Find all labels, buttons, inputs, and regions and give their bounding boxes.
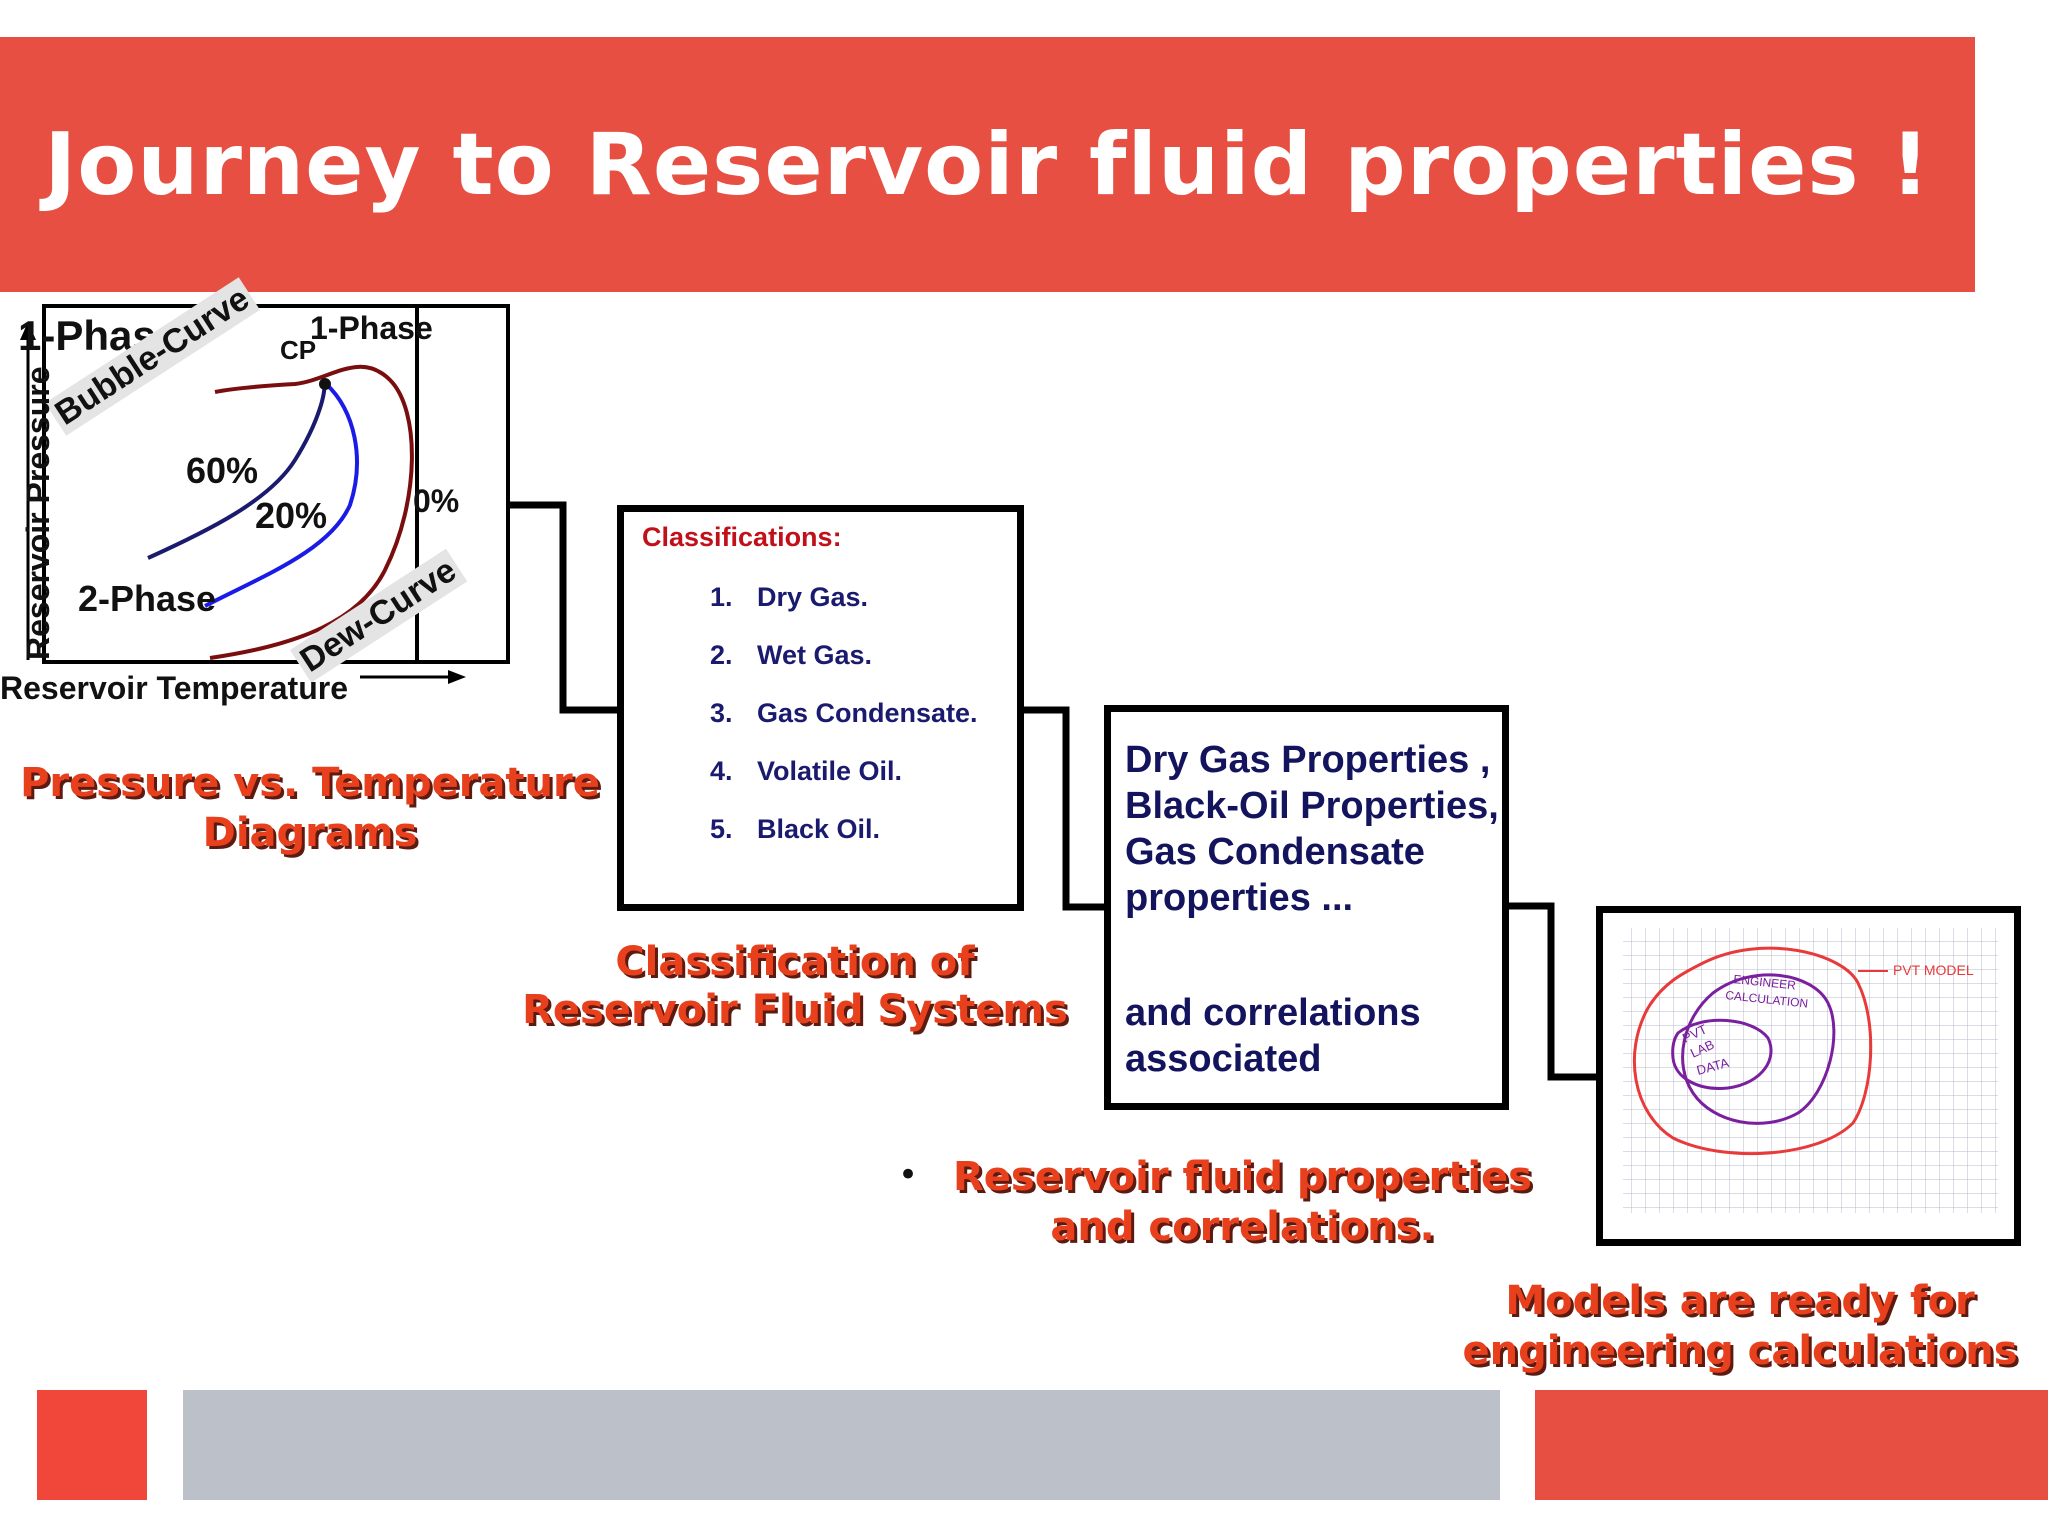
pt-critical-point-label: CP (280, 335, 317, 365)
classification-item: 4. Volatile Oil. (710, 756, 902, 787)
classification-item-label: Volatile Oil. (757, 756, 903, 786)
title-bar (0, 37, 1975, 292)
classification-item-number: 1. (710, 582, 733, 612)
classification-item: 2. Wet Gas. (710, 640, 872, 671)
x-axis-arrowhead (448, 670, 466, 684)
models-caption-line2: engineering calculations (1462, 1328, 2018, 1374)
pt-20-percent-label: 20% (255, 495, 328, 536)
pt-caption-line1: Pressure vs. Temperature (20, 760, 600, 806)
classification-caption-line2: Reservoir Fluid Systems (522, 987, 1068, 1033)
footer-left-block (37, 1390, 147, 1500)
pt-diagram-caption: Pressure vs. Temperature Diagrams (0, 758, 620, 858)
classification-item-number: 5. (710, 814, 733, 844)
properties-box (1104, 705, 1509, 1110)
properties-correlations-text: and correlations associated (1125, 992, 1421, 1080)
quality-line-20 (204, 382, 359, 608)
classification-item: 1. Dry Gas. (710, 582, 868, 613)
sketch-grid-paper (1623, 928, 1998, 1213)
pt-two-phase-label: 2-Phase (78, 578, 217, 619)
classification-item-number: 3. (710, 698, 733, 728)
footer-right-bar (1535, 1390, 2048, 1500)
classification-item-number: 4. (710, 756, 733, 786)
models-caption-line1: Models are ready for (1505, 1278, 1975, 1324)
pt-60-percent-label: 60% (186, 450, 259, 491)
classification-item-label: Dry Gas. (757, 582, 869, 612)
sketch-inner-loop (1671, 1018, 1773, 1090)
classification-heading: Classifications: (642, 522, 842, 552)
pvt-model-sketch: PVT MODEL ENGINEER CALCULATION PVT LAB D… (1623, 928, 1998, 1213)
models-caption: Models are ready for engineering calcula… (1440, 1276, 2040, 1376)
properties-caption-line1: Reservoir fluid properties (952, 1154, 1532, 1200)
properties-caption: Reservoir fluid properties and correlati… (915, 1152, 1570, 1252)
pt-0-percent-label: 0% (413, 483, 460, 519)
page-title: Journey to Reservoir fluid properties ! (44, 114, 1931, 215)
pt-y-axis-label: Reservoir Pressure (20, 366, 56, 660)
classification-item: 5. Black Oil. (710, 814, 880, 845)
y-axis-arrowhead (20, 322, 36, 340)
connector-pt-to-classification (510, 501, 617, 714)
connector-properties-to-models (1509, 902, 1596, 1081)
classification-item-label: Wet Gas. (757, 640, 873, 670)
pt-x-axis-label: Reservoir Temperature (0, 670, 348, 706)
pt-caption-line2: Diagrams (202, 810, 418, 856)
pt-one-phase-right-label: 1-Phase (310, 310, 433, 346)
connector-classification-to-properties (1024, 706, 1104, 911)
classification-item-label: Black Oil. (757, 814, 881, 844)
classification-box (617, 505, 1024, 911)
sketch-outer-loop (1632, 946, 1873, 1156)
properties-caption-line2: and correlations. (1050, 1204, 1435, 1250)
footer-middle-bar (183, 1390, 1500, 1500)
sketch-engineer-label: ENGINEER (1733, 972, 1797, 993)
classification-item-number: 2. (710, 640, 733, 670)
quality-line-60 (147, 383, 327, 560)
critical-point-marker (319, 378, 331, 390)
classification-caption: Classification of Reservoir Fluid System… (500, 938, 1090, 1034)
sketch-pvt-model-label: PVT MODEL (1893, 962, 1974, 978)
sketch-middle-loop (1681, 973, 1836, 1125)
properties-caption-bullet: • (898, 1155, 919, 1195)
properties-text: Dry Gas Properties , Black-Oil Propertie… (1125, 739, 1499, 919)
classification-item: 3. Gas Condensate. (710, 698, 978, 729)
classification-caption-line1: Classification of (615, 939, 975, 985)
classification-item-label: Gas Condensate. (757, 698, 978, 728)
